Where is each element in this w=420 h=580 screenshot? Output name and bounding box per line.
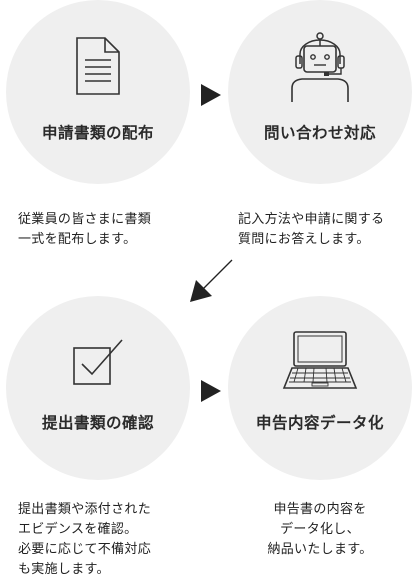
laptop-icon	[282, 331, 358, 389]
step-4: 申告内容データ化	[228, 296, 412, 480]
step-description: 提出書類や添付された エビデンスを確認。 必要に応じて不備対応 も実施します。	[18, 502, 152, 577]
step-1: 申請書類の配布	[6, 0, 190, 184]
step-circle	[6, 0, 190, 184]
step-title: 問い合わせ対応	[263, 124, 376, 142]
step-2: 問い合わせ対応	[228, 0, 412, 184]
step-description: 申告書の内容を データ化し、 納品いたします。	[267, 502, 373, 557]
step-circle	[6, 296, 190, 480]
support-robot-icon	[291, 32, 349, 102]
arrow-right-icon	[201, 84, 221, 106]
arrow-down-left-icon	[190, 259, 233, 302]
arrow-right-icon	[201, 380, 221, 402]
document-icon	[76, 37, 120, 95]
step-title: 申請書類の配布	[41, 124, 154, 142]
step-description: 従業員の皆さまに書類 一式を配布します。	[18, 212, 152, 247]
step-title: 申告内容データ化	[255, 414, 384, 432]
step-title: 提出書類の確認	[41, 414, 154, 432]
step-description: 記入方法や申請に関する 質問にお答えします。	[238, 212, 385, 247]
step-3: 提出書類の確認	[6, 296, 190, 480]
step-circle	[228, 0, 412, 184]
checkbox-icon	[73, 339, 123, 385]
